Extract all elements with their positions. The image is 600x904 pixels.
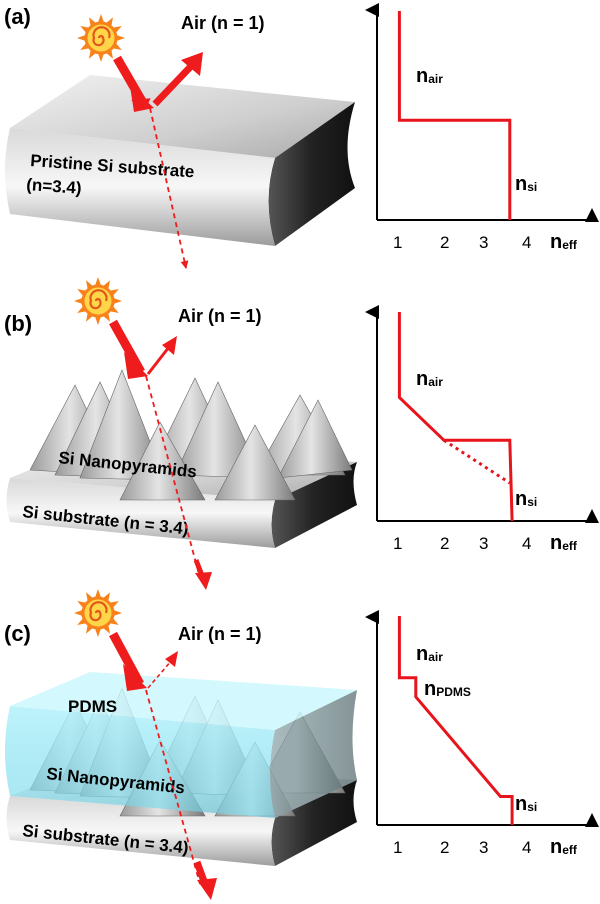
si-substrate <box>5 75 355 246</box>
n-si-label: nsi <box>515 793 537 815</box>
x-axis-label: neff <box>550 836 578 858</box>
index-graph: 1 2 3 4 neff nair nPDMS nsi <box>365 610 599 858</box>
x-tick: 4 <box>522 838 531 857</box>
x-tick: 3 <box>479 534 488 553</box>
x-axis-label: neff <box>550 231 578 253</box>
index-profile-line <box>397 616 514 825</box>
light-rays <box>109 319 212 590</box>
pdms-label: PDMS <box>68 697 117 716</box>
si-nanopyramids <box>29 369 353 501</box>
panel-a: (a) Pristine Si substrate (n=3.4) Air (n… <box>4 3 599 269</box>
x-tick: 2 <box>440 838 449 857</box>
x-tick: 1 <box>393 233 402 252</box>
sun-icon <box>77 14 125 62</box>
n-air-label: nair <box>416 643 443 665</box>
sun-icon <box>74 589 122 637</box>
light-rays <box>113 52 203 269</box>
index-profile-dotted <box>443 439 511 485</box>
x-tick: 3 <box>479 838 488 857</box>
index-profile-line <box>397 11 512 220</box>
index-graph: 1 2 3 4 neff nair nsi <box>365 305 599 554</box>
panel-label: (a) <box>4 4 31 29</box>
pdms-layer <box>5 672 357 818</box>
x-tick: 2 <box>440 233 449 252</box>
air-label: Air (n = 1) <box>178 306 262 326</box>
light-rays <box>109 631 217 900</box>
n-air-label: nair <box>416 368 443 390</box>
panel-label: (b) <box>4 311 32 336</box>
x-tick: 3 <box>479 233 488 252</box>
n-si-label: nsi <box>515 488 537 510</box>
substrate-index-label: (n=3.4) <box>26 175 82 198</box>
n-pdms-label: nPDMS <box>424 678 471 700</box>
sun-icon <box>74 277 122 325</box>
x-tick: 4 <box>522 534 531 553</box>
air-label: Air (n = 1) <box>178 624 262 644</box>
panel-label: (c) <box>4 621 31 646</box>
n-si-label: nsi <box>515 173 537 195</box>
x-tick: 1 <box>393 534 402 553</box>
x-tick: 4 <box>522 233 531 252</box>
air-label: Air (n = 1) <box>181 13 265 33</box>
x-tick: 2 <box>440 534 449 553</box>
x-tick: 1 <box>393 838 402 857</box>
panel-c: (c) PDMS Si Na <box>4 589 599 900</box>
index-graph: 1 2 3 4 neff nair nsi <box>365 3 599 253</box>
index-profile-line <box>397 312 514 522</box>
x-axis-label: neff <box>550 532 578 554</box>
n-air-label: nair <box>416 65 443 87</box>
panel-b: (b) Si Nanopyramids Si substrate (n = 3.… <box>4 277 599 590</box>
